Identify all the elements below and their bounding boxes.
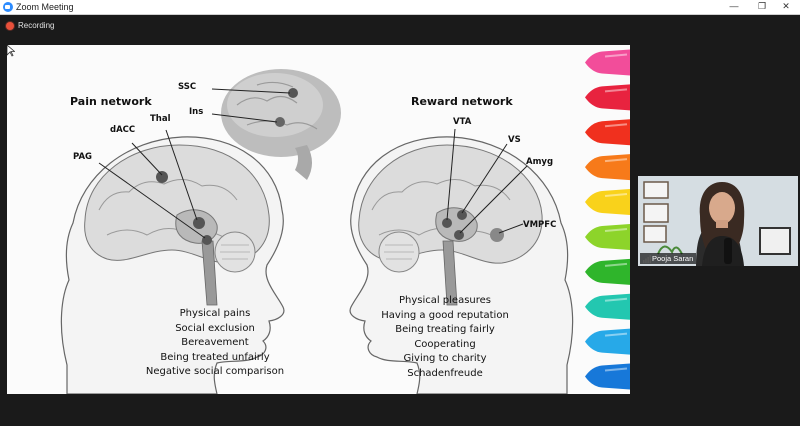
pain-network-head	[60, 129, 285, 394]
reward-item: Giving to charity	[403, 353, 487, 365]
record-dot-icon	[6, 22, 14, 30]
crayon	[585, 258, 630, 285]
crayon-highlight	[604, 123, 628, 128]
crayon	[585, 223, 630, 250]
crayon-highlight	[604, 53, 628, 58]
label-dacc: dACC	[110, 125, 136, 135]
crayon	[585, 363, 630, 390]
crayon-decoration	[585, 49, 630, 390]
reward-network-title: Reward network	[411, 95, 513, 108]
label-thal: Thal	[150, 114, 171, 124]
minimize-button[interactable]: —	[729, 1, 739, 11]
crayon-highlight	[604, 158, 628, 163]
crayon	[585, 49, 630, 76]
label-vta: VTA	[453, 117, 472, 127]
label-pag: PAG	[73, 152, 93, 162]
crayon-highlight	[604, 193, 628, 198]
top-brain-image	[211, 69, 341, 180]
crayon	[585, 189, 630, 216]
label-ssc: SSC	[178, 82, 197, 92]
pain-item: Bereavement	[181, 337, 249, 349]
crayon	[585, 328, 630, 355]
reward-item: Cooperating	[414, 338, 476, 350]
crayon-highlight	[604, 227, 628, 232]
window-titlebar: Zoom Meeting — ❐ ✕	[0, 0, 800, 15]
participant-name: Pooja Saran	[640, 253, 697, 264]
reward-network-head	[349, 128, 574, 394]
pain-network-title: Pain network	[70, 95, 152, 108]
crayon-highlight	[604, 262, 628, 267]
zoom-app-icon	[3, 2, 13, 12]
pain-items-list: Physical pains Social exclusion Bereavem…	[135, 307, 295, 380]
window-title: Zoom Meeting	[16, 2, 74, 12]
crayon	[585, 293, 630, 320]
reward-item: Being treating fairly	[395, 324, 495, 336]
label-amyg: Amyg	[526, 157, 554, 167]
crayon-highlight	[604, 367, 628, 372]
restore-button[interactable]: ❐	[757, 1, 767, 11]
pain-item: Being treated unfairly	[160, 351, 270, 363]
crayon-highlight	[604, 332, 628, 337]
mouse-cursor-icon	[7, 45, 15, 57]
crayon	[585, 119, 630, 146]
crayon	[585, 84, 630, 111]
pain-item: Social exclusion	[175, 322, 255, 334]
reward-item: Having a good reputation	[381, 309, 509, 321]
crayon-highlight	[604, 297, 628, 302]
label-ins: Ins	[189, 107, 204, 117]
crayon-highlight	[604, 88, 628, 93]
reward-item: Schadenfreude	[407, 367, 483, 379]
brain-diagram	[60, 49, 630, 394]
reward-item: Physical pleasures	[398, 295, 492, 306]
pain-item: Physical pains	[179, 308, 251, 319]
reward-items-list: Physical pleasures Having a good reputat…	[365, 294, 525, 382]
recording-label: Recording	[18, 21, 55, 30]
shared-screen[interactable]: Pain network Reward network SSC Ins dACC…	[7, 45, 630, 394]
participant-video-tile[interactable]: Pooja Saran	[638, 176, 798, 266]
close-button[interactable]: ✕	[782, 1, 790, 11]
label-vmpfc: VMPFC	[523, 220, 557, 230]
pain-item: Negative social comparison	[145, 366, 285, 378]
participant-video-image	[638, 176, 798, 266]
label-vs: VS	[508, 135, 521, 145]
crayon	[585, 154, 630, 181]
